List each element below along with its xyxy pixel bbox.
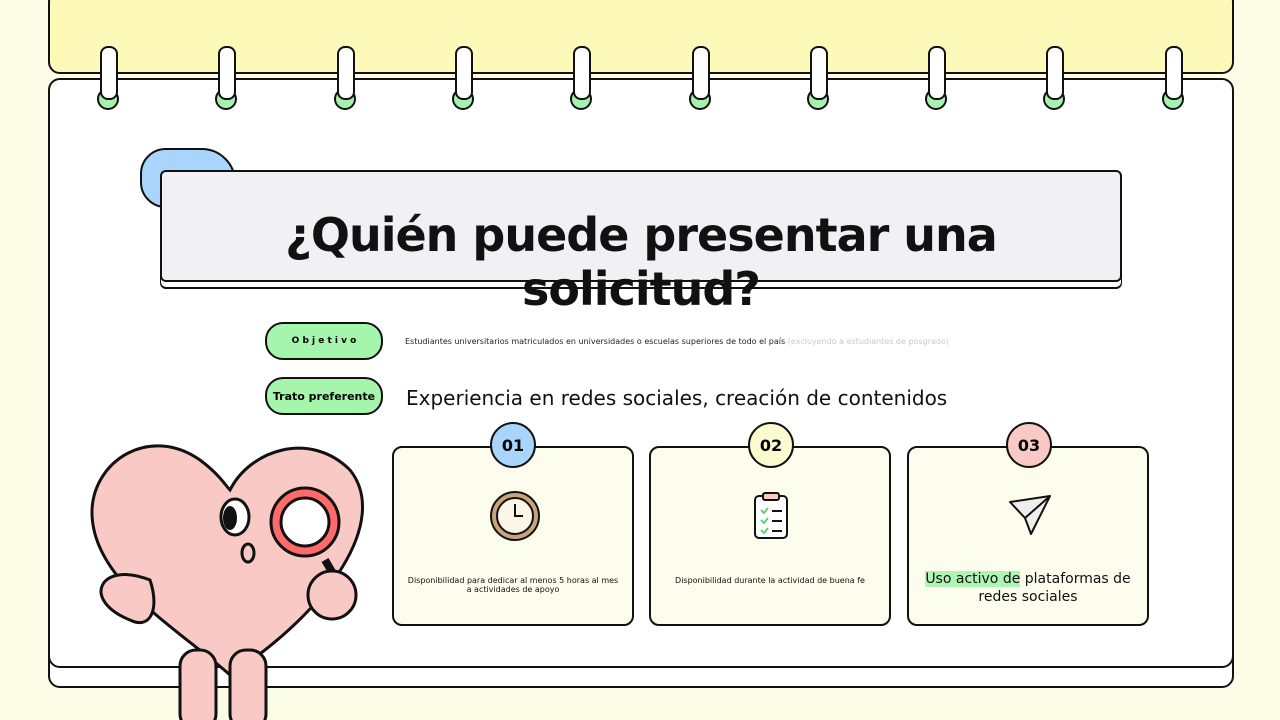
objective-pill: O b j e t i v o xyxy=(265,322,383,360)
binder-ring xyxy=(100,46,118,100)
card-3-number: 03 xyxy=(1006,422,1052,468)
preference-text: Experiencia en redes sociales, creación … xyxy=(406,386,948,410)
binder-ring xyxy=(218,46,237,100)
preference-pill: Trato preferente xyxy=(265,377,383,415)
card-3-text: Uso activo de plataformas de redes socia… xyxy=(925,571,1131,605)
card-3: Uso activo de plataformas de redes socia… xyxy=(907,446,1149,626)
binder-ring xyxy=(573,46,592,100)
page-title: ¿Quién puede presentar una solicitud? xyxy=(285,208,998,316)
card-1-number: 01 xyxy=(490,422,536,468)
objective-note: (excluyendo a estudiantes de posgrado) xyxy=(787,337,949,346)
binder-ring xyxy=(1046,46,1065,100)
clipboard-icon xyxy=(754,492,788,539)
card-2-text: Disponibilidad durante la actividad de b… xyxy=(675,576,865,585)
binder-ring xyxy=(1164,46,1183,100)
binder-ring xyxy=(454,46,473,100)
binder-ring xyxy=(336,46,355,100)
card-1: Disponibilidad para dedicar al menos 5 h… xyxy=(392,446,634,626)
top-panel xyxy=(48,0,1234,74)
binder-ring xyxy=(691,46,710,100)
card-2: Disponibilidad durante la actividad de b… xyxy=(649,446,891,626)
clock-icon xyxy=(490,491,540,541)
title-box: ¿Quién puede presentar una solicitud? xyxy=(160,170,1122,316)
binder-ring xyxy=(809,46,828,100)
heart-character-illustration xyxy=(90,444,365,720)
card-2-number: 02 xyxy=(748,422,794,468)
binder-ring xyxy=(928,46,947,100)
paper-plane-icon xyxy=(1009,495,1051,535)
card-1-text: Disponibilidad para dedicar al menos 5 h… xyxy=(407,576,619,594)
objective-text: Estudiantes universitarios matriculados … xyxy=(405,337,949,346)
